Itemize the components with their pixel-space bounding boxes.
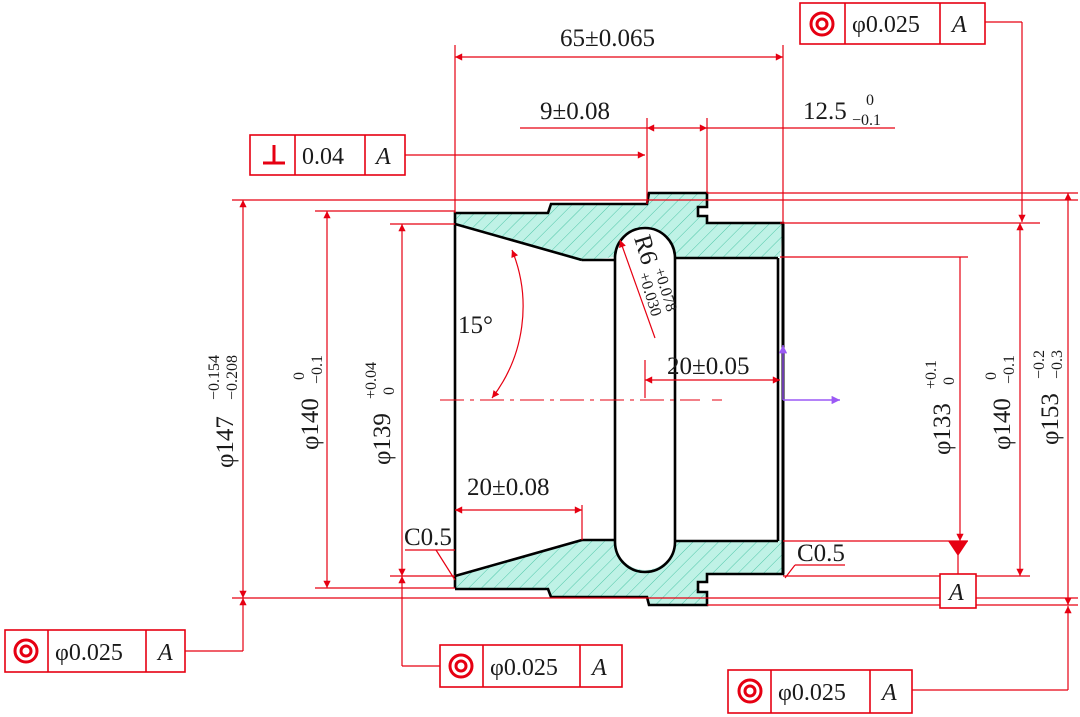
dimension-lines bbox=[215, 21, 1078, 691]
fcf-datum: A bbox=[374, 144, 391, 170]
dia-140-right-label: φ140 bbox=[989, 398, 1016, 450]
dia-140-left-upper: 0 bbox=[291, 372, 308, 380]
fcf-tolerance: φ0.025 bbox=[55, 640, 123, 666]
cone-length-label: 20±0.08 bbox=[467, 474, 549, 501]
fcf-tolerance: φ0.025 bbox=[490, 655, 558, 681]
fcf-concentricity-right: φ0.025 A bbox=[727, 669, 913, 714]
dia-140-right-group: φ140 0 −0.1 bbox=[983, 355, 1018, 450]
fcf-tolerance: φ0.025 bbox=[778, 680, 846, 706]
dia-153-upper: −0.2 bbox=[1031, 350, 1048, 379]
dimension-texts: 65±0.065 9±0.08 12.5 0 −0.1 15° 20±0.08 … bbox=[206, 25, 1066, 567]
datum-triangle bbox=[948, 541, 968, 556]
concentricity-icon bbox=[737, 678, 763, 704]
dia-139-label: φ139 bbox=[369, 413, 396, 465]
chamfer-left-label: C0.5 bbox=[404, 524, 452, 551]
top-wall-section bbox=[455, 193, 783, 261]
concentricity-icon bbox=[448, 653, 474, 679]
dia-139-lower: 0 bbox=[381, 387, 398, 395]
dia-140-left-group: φ140 0 −0.1 bbox=[291, 355, 326, 450]
dia-133-upper: +0.1 bbox=[923, 360, 940, 389]
perpendicularity-icon bbox=[263, 145, 285, 165]
bottom-wall-section bbox=[455, 540, 783, 605]
dia-133-group: φ133 +0.1 0 bbox=[923, 360, 958, 455]
dia-147-lower: −0.208 bbox=[224, 355, 241, 400]
groove-offset-lower: −0.1 bbox=[852, 112, 881, 129]
fcf-datum: A bbox=[950, 12, 967, 38]
fcf-concentricity-left: φ0.025 A bbox=[4, 629, 186, 673]
dia-140-left-lower: −0.1 bbox=[309, 355, 326, 384]
cone-angle-label: 15° bbox=[458, 312, 493, 339]
dia-140-left-label: φ140 bbox=[297, 398, 324, 450]
fcf-tolerance: 0.04 bbox=[302, 144, 344, 170]
dia-139-group: φ139 +0.04 0 bbox=[363, 362, 398, 465]
center-axis bbox=[440, 345, 840, 405]
dia-153-lower: −0.3 bbox=[1049, 350, 1066, 379]
fcf-datum: A bbox=[590, 655, 607, 681]
dia-133-label: φ133 bbox=[929, 403, 956, 455]
fcf-tolerance: φ0.025 bbox=[852, 12, 920, 38]
overall-length-label: 65±0.065 bbox=[560, 25, 655, 52]
chamfer-right-label: C0.5 bbox=[797, 540, 845, 567]
fcf-concentricity-top: φ0.025 A bbox=[799, 2, 986, 45]
datum-label: A bbox=[947, 580, 964, 606]
concentricity-icon bbox=[809, 11, 835, 37]
dia-153-label: φ153 bbox=[1037, 393, 1064, 445]
dia-140-right-upper: 0 bbox=[983, 372, 1000, 380]
groove-radius-label: R6 bbox=[628, 232, 662, 268]
fcf-datum: A bbox=[880, 680, 897, 706]
fcf-concentricity-middle: φ0.025 A bbox=[439, 644, 623, 688]
dia-147-label: φ147 bbox=[212, 416, 239, 468]
dia-140-right-lower: −0.1 bbox=[1001, 355, 1018, 384]
dia-153-group: φ153 −0.2 −0.3 bbox=[1031, 350, 1066, 445]
dia-147-upper: −0.154 bbox=[206, 355, 223, 400]
concentricity-icon bbox=[13, 638, 39, 664]
fcf-datum: A bbox=[156, 640, 173, 666]
step-length-label: 9±0.08 bbox=[540, 98, 610, 125]
datum-a-box: A bbox=[939, 573, 977, 609]
dia-147-group: φ147 −0.154 −0.208 bbox=[206, 355, 241, 468]
dia-139-upper: +0.04 bbox=[363, 362, 380, 399]
groove-offset-label: 12.5 bbox=[803, 98, 847, 125]
cross-section bbox=[455, 193, 783, 605]
groove-offset-upper: 0 bbox=[866, 92, 874, 109]
dia-133-lower: 0 bbox=[941, 377, 958, 385]
fcf-perpendicularity: 0.04 A bbox=[249, 134, 406, 176]
groove-position-label: 20±0.05 bbox=[667, 353, 749, 380]
